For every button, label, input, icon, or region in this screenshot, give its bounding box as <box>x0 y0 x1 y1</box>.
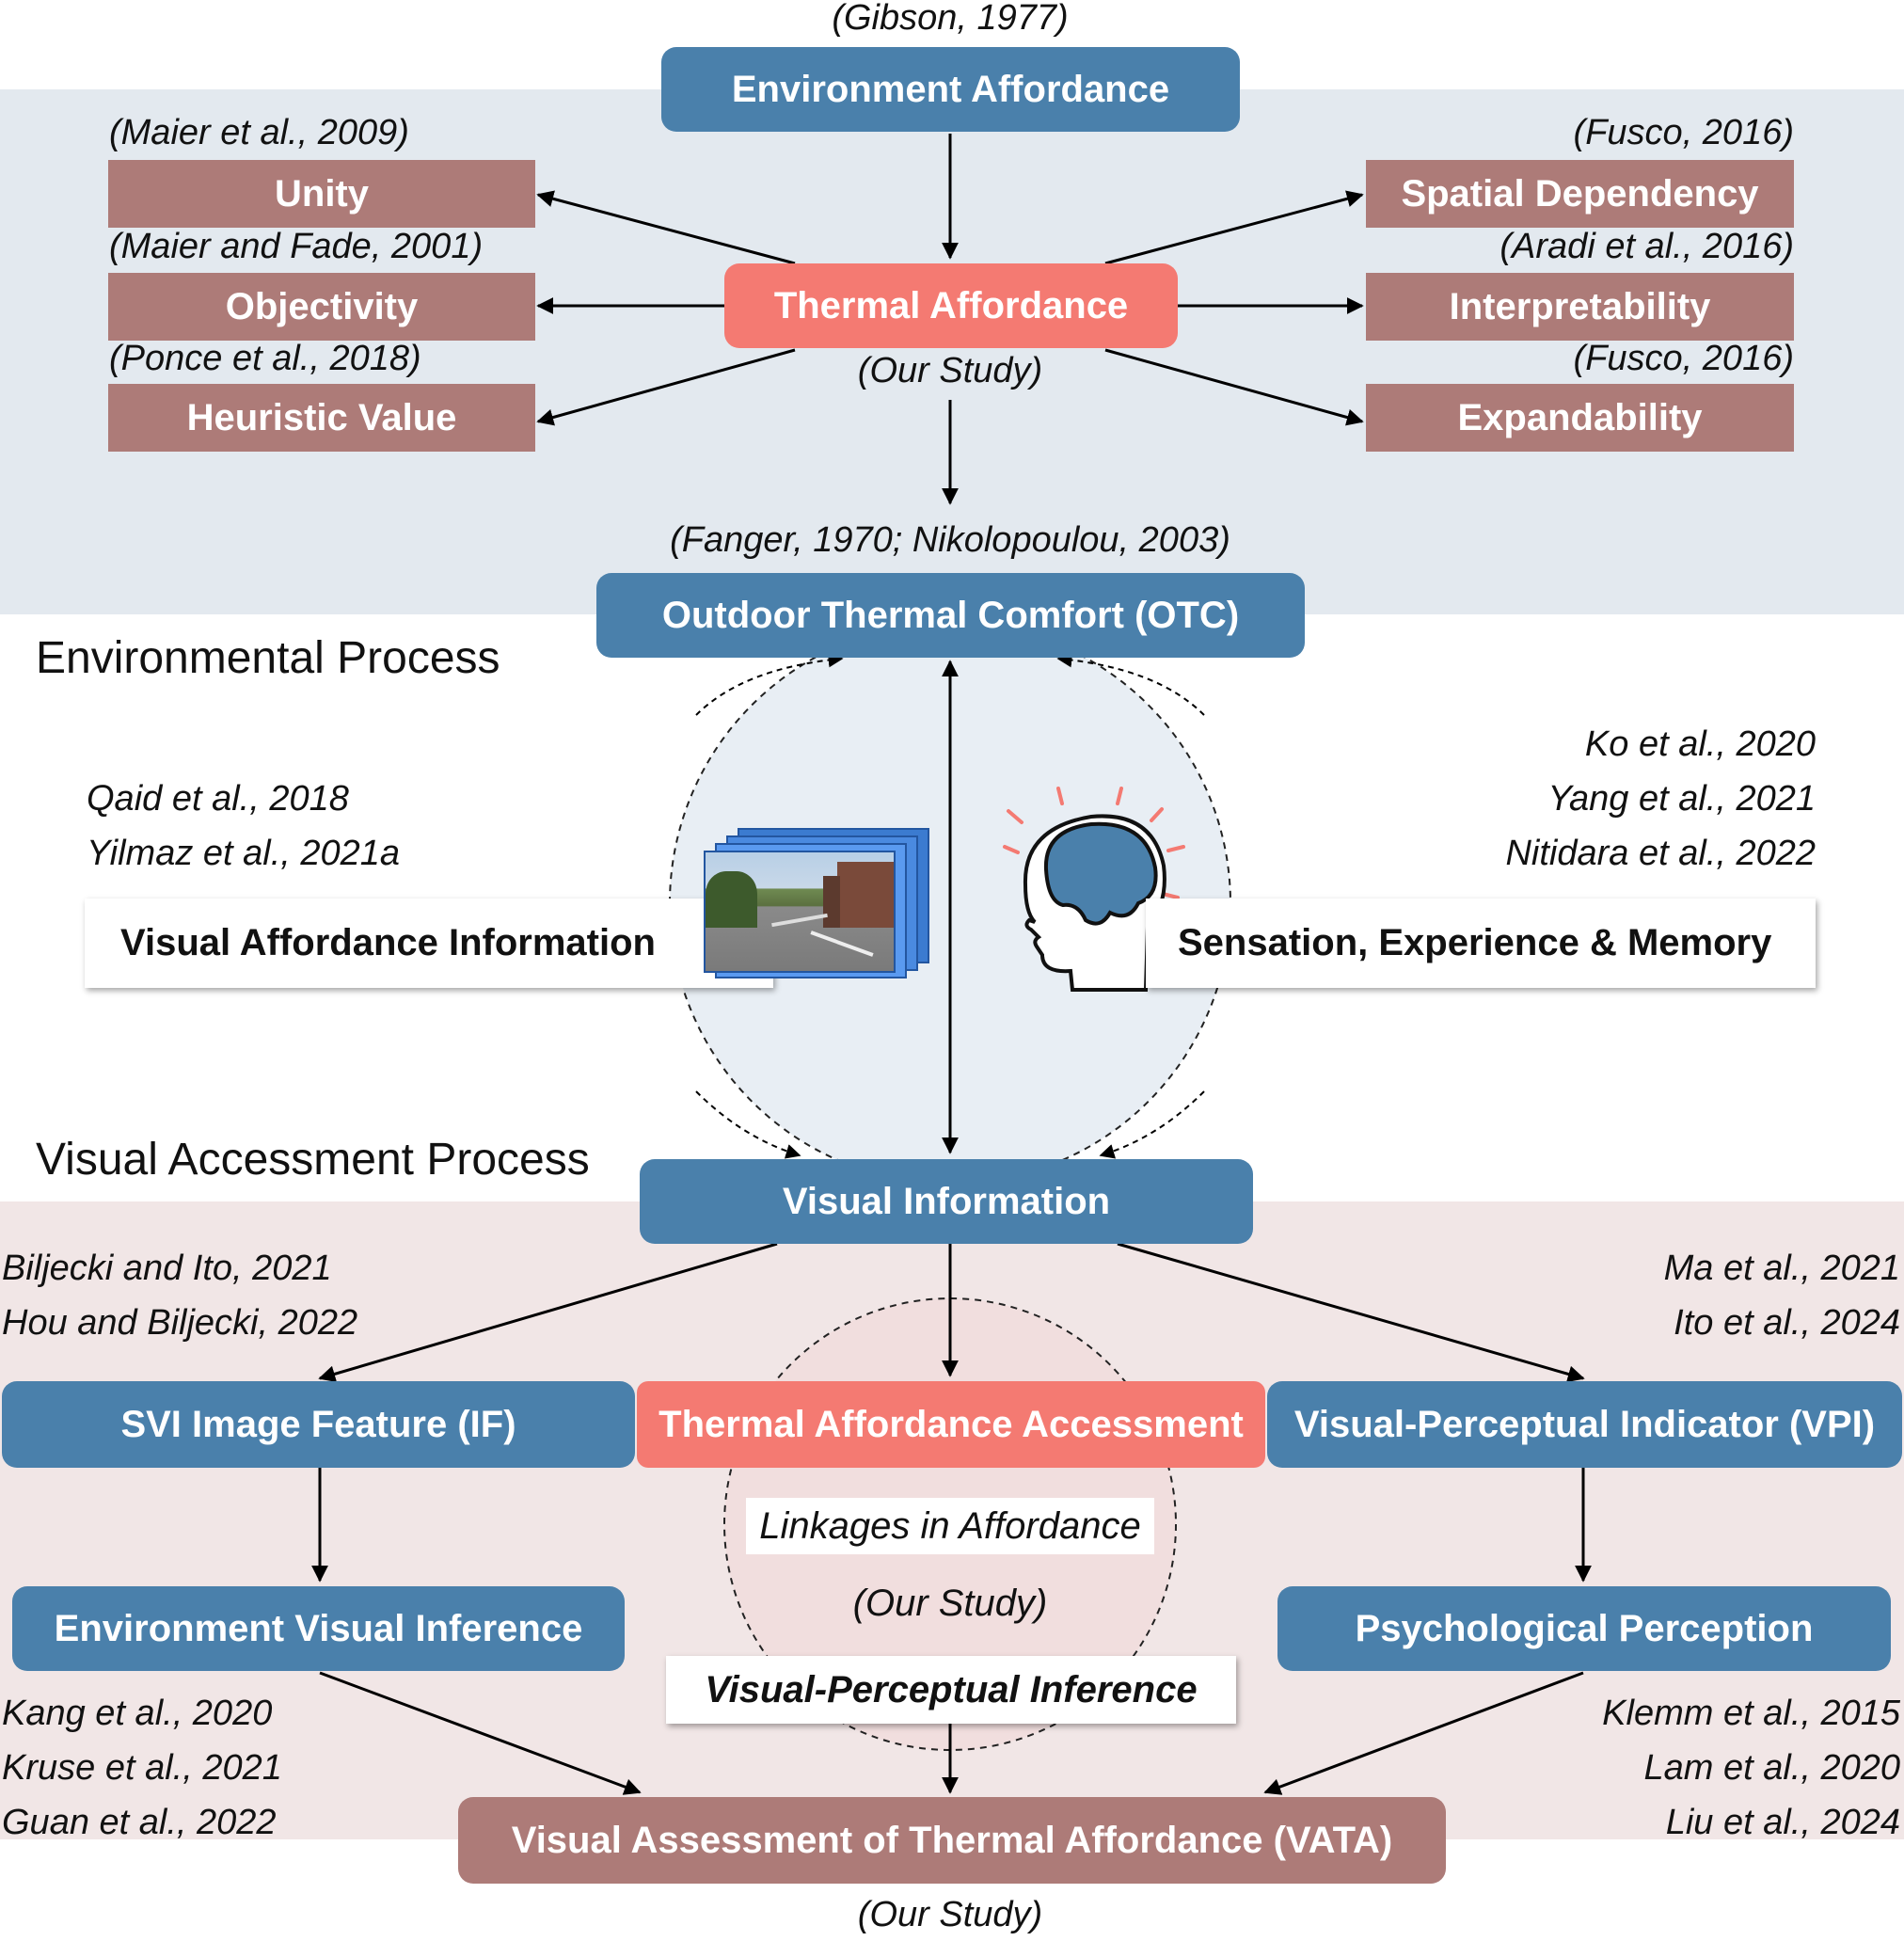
yilmaz-cite: Yilmaz et al., 2021a <box>87 834 401 873</box>
visual-affordance-information-card: Visual Affordance Information <box>85 899 773 988</box>
klemm-cite: Klemm et al., 2015 <box>1602 1694 1900 1733</box>
arrow-to-heuristic <box>536 348 796 426</box>
gibson-cite: (Gibson, 1977) <box>832 0 1069 38</box>
kruse-cite: Kruse et al., 2021 <box>2 1748 282 1788</box>
thermal-affordance-box: Thermal Affordance <box>724 263 1178 348</box>
psychological-perception-box: Psychological Perception <box>1277 1586 1891 1671</box>
biljecki-cite: Biljecki and Ito, 2021 <box>2 1249 332 1288</box>
arrow-to-unity <box>536 190 796 265</box>
environment-affordance-box: Environment Affordance <box>661 47 1240 132</box>
left-cite-2: (Maier and Fade, 2001) <box>109 227 484 266</box>
sensation-experience-memory-label: Sensation, Experience & Memory <box>1178 922 1772 963</box>
ma-cite: Ma et al., 2021 <box>1663 1249 1900 1288</box>
dashed-arc-left-top <box>695 652 844 716</box>
otc-box: Outdoor Thermal Comfort (OTC) <box>596 573 1305 658</box>
linkages-label-bg <box>746 1498 1154 1554</box>
left-cite-3: (Ponce et al., 2018) <box>109 339 421 378</box>
kang-cite: Kang et al., 2020 <box>2 1694 273 1733</box>
left-cite-1: (Maier et al., 2009) <box>109 113 409 152</box>
nitidara-cite: Nitidara et al., 2022 <box>1505 834 1816 873</box>
ito-cite: Ito et al., 2024 <box>1674 1303 1900 1343</box>
unity-box: Unity <box>108 160 535 228</box>
dashed-arc-right-bottom <box>1099 1090 1205 1159</box>
right-cite-1: (Fusco, 2016) <box>1573 113 1794 152</box>
arrow-to-spatial <box>1104 190 1364 265</box>
environment-visual-inference-box: Environment Visual Inference <box>12 1586 625 1671</box>
dashed-arc-right-top <box>1056 652 1205 716</box>
liu-cite: Liu et al., 2024 <box>1665 1803 1900 1842</box>
visual-perceptual-inference-label: Visual-Perceptual Inference <box>705 1668 1198 1710</box>
dashed-arc-left-bottom <box>695 1090 801 1159</box>
arrow-visual-to-svi <box>318 1242 778 1383</box>
our-study-mid: (Our Study) <box>852 1583 1048 1624</box>
vata-box: Visual Assessment of Thermal Affordance … <box>458 1797 1446 1884</box>
qaid-cite: Qaid et al., 2018 <box>87 779 349 819</box>
our-study-top: (Our Study) <box>857 351 1043 390</box>
arrow-evi-to-vata <box>319 1671 642 1795</box>
arrow-pp-to-vata <box>1263 1671 1584 1795</box>
arrow-visual-to-vpi <box>1117 1242 1585 1383</box>
svi-image-feature-box: SVI Image Feature (IF) <box>2 1381 635 1468</box>
head-brain-icon <box>1003 787 1185 992</box>
yang-cite: Yang et al., 2021 <box>1547 779 1816 819</box>
guan-cite: Guan et al., 2022 <box>2 1803 277 1842</box>
visual-perceptual-inference-card: Visual-Perceptual Inference <box>666 1656 1236 1724</box>
sensation-experience-memory-card: Sensation, Experience & Memory <box>1146 899 1816 988</box>
interpretability-box: Interpretability <box>1366 273 1794 341</box>
spatial-dependency-box: Spatial Dependency <box>1366 160 1794 228</box>
heuristic-value-box: Heuristic Value <box>108 384 535 452</box>
objectivity-box: Objectivity <box>108 273 535 341</box>
thermal-affordance-accessment-box: Thermal Affordance Accessment <box>637 1381 1265 1468</box>
otc-cite: (Fanger, 1970; Nikolopoulou, 2003) <box>670 520 1230 560</box>
ko-cite: Ko et al., 2020 <box>1584 724 1816 764</box>
right-cite-2: (Aradi et al., 2016) <box>1499 227 1794 266</box>
street-photo <box>704 851 896 973</box>
visual-information-box: Visual Information <box>640 1159 1253 1244</box>
environmental-process-label: Environmental Process <box>36 633 500 683</box>
street-view-image-stack <box>704 828 929 978</box>
visual-affordance-information-label: Visual Affordance Information <box>120 922 656 963</box>
visual-perceptual-indicator-box: Visual-Perceptual Indicator (VPI) <box>1267 1381 1902 1468</box>
lam-cite: Lam et al., 2020 <box>1643 1748 1900 1788</box>
hou-cite: Hou and Biljecki, 2022 <box>2 1303 358 1343</box>
our-study-bottom: (Our Study) <box>857 1895 1043 1934</box>
linkages-label: Linkages in Affordance <box>759 1505 1141 1547</box>
right-cite-3: (Fusco, 2016) <box>1573 339 1794 378</box>
arrow-to-expandability <box>1104 348 1364 426</box>
visual-accessment-process-label: Visual Accessment Process <box>36 1135 590 1185</box>
expandability-box: Expandability <box>1366 384 1794 452</box>
